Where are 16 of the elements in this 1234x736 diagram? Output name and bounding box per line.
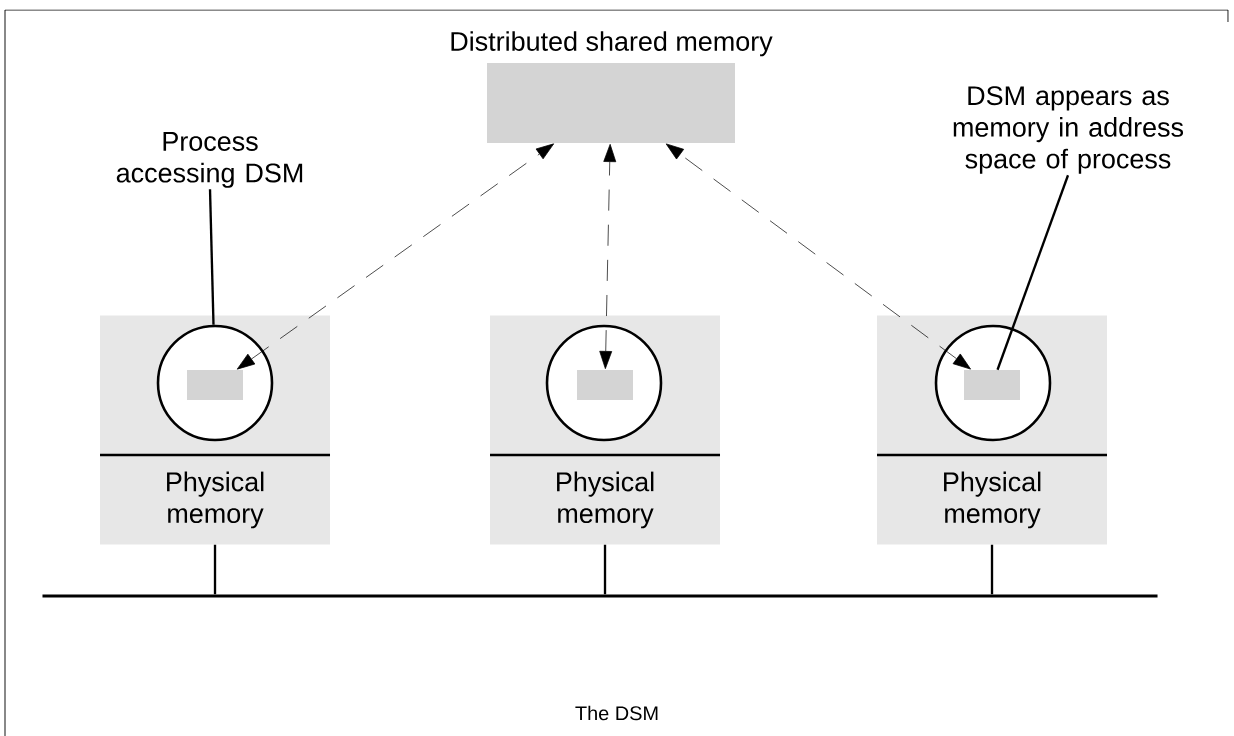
memory-box: Distributed shared memory — [451, 31, 773, 143]
memory-block — [187, 370, 243, 400]
callout-text: Process accessing DSM — [116, 132, 303, 188]
connector-line — [213, 544, 217, 595]
connector-line — [603, 544, 607, 595]
node-label: Distributed shared memory — [451, 31, 773, 57]
memory-block — [964, 370, 1020, 400]
leader-line — [996, 174, 1070, 371]
arrow — [599, 143, 617, 370]
connector-line — [990, 544, 994, 595]
memory-block — [577, 370, 633, 400]
arrow — [665, 143, 971, 370]
caption: The DSM — [575, 705, 658, 721]
callout-text: DSM appears as memory in address space of process — [953, 86, 1184, 174]
leader-line — [208, 189, 215, 325]
arrow — [236, 143, 555, 370]
